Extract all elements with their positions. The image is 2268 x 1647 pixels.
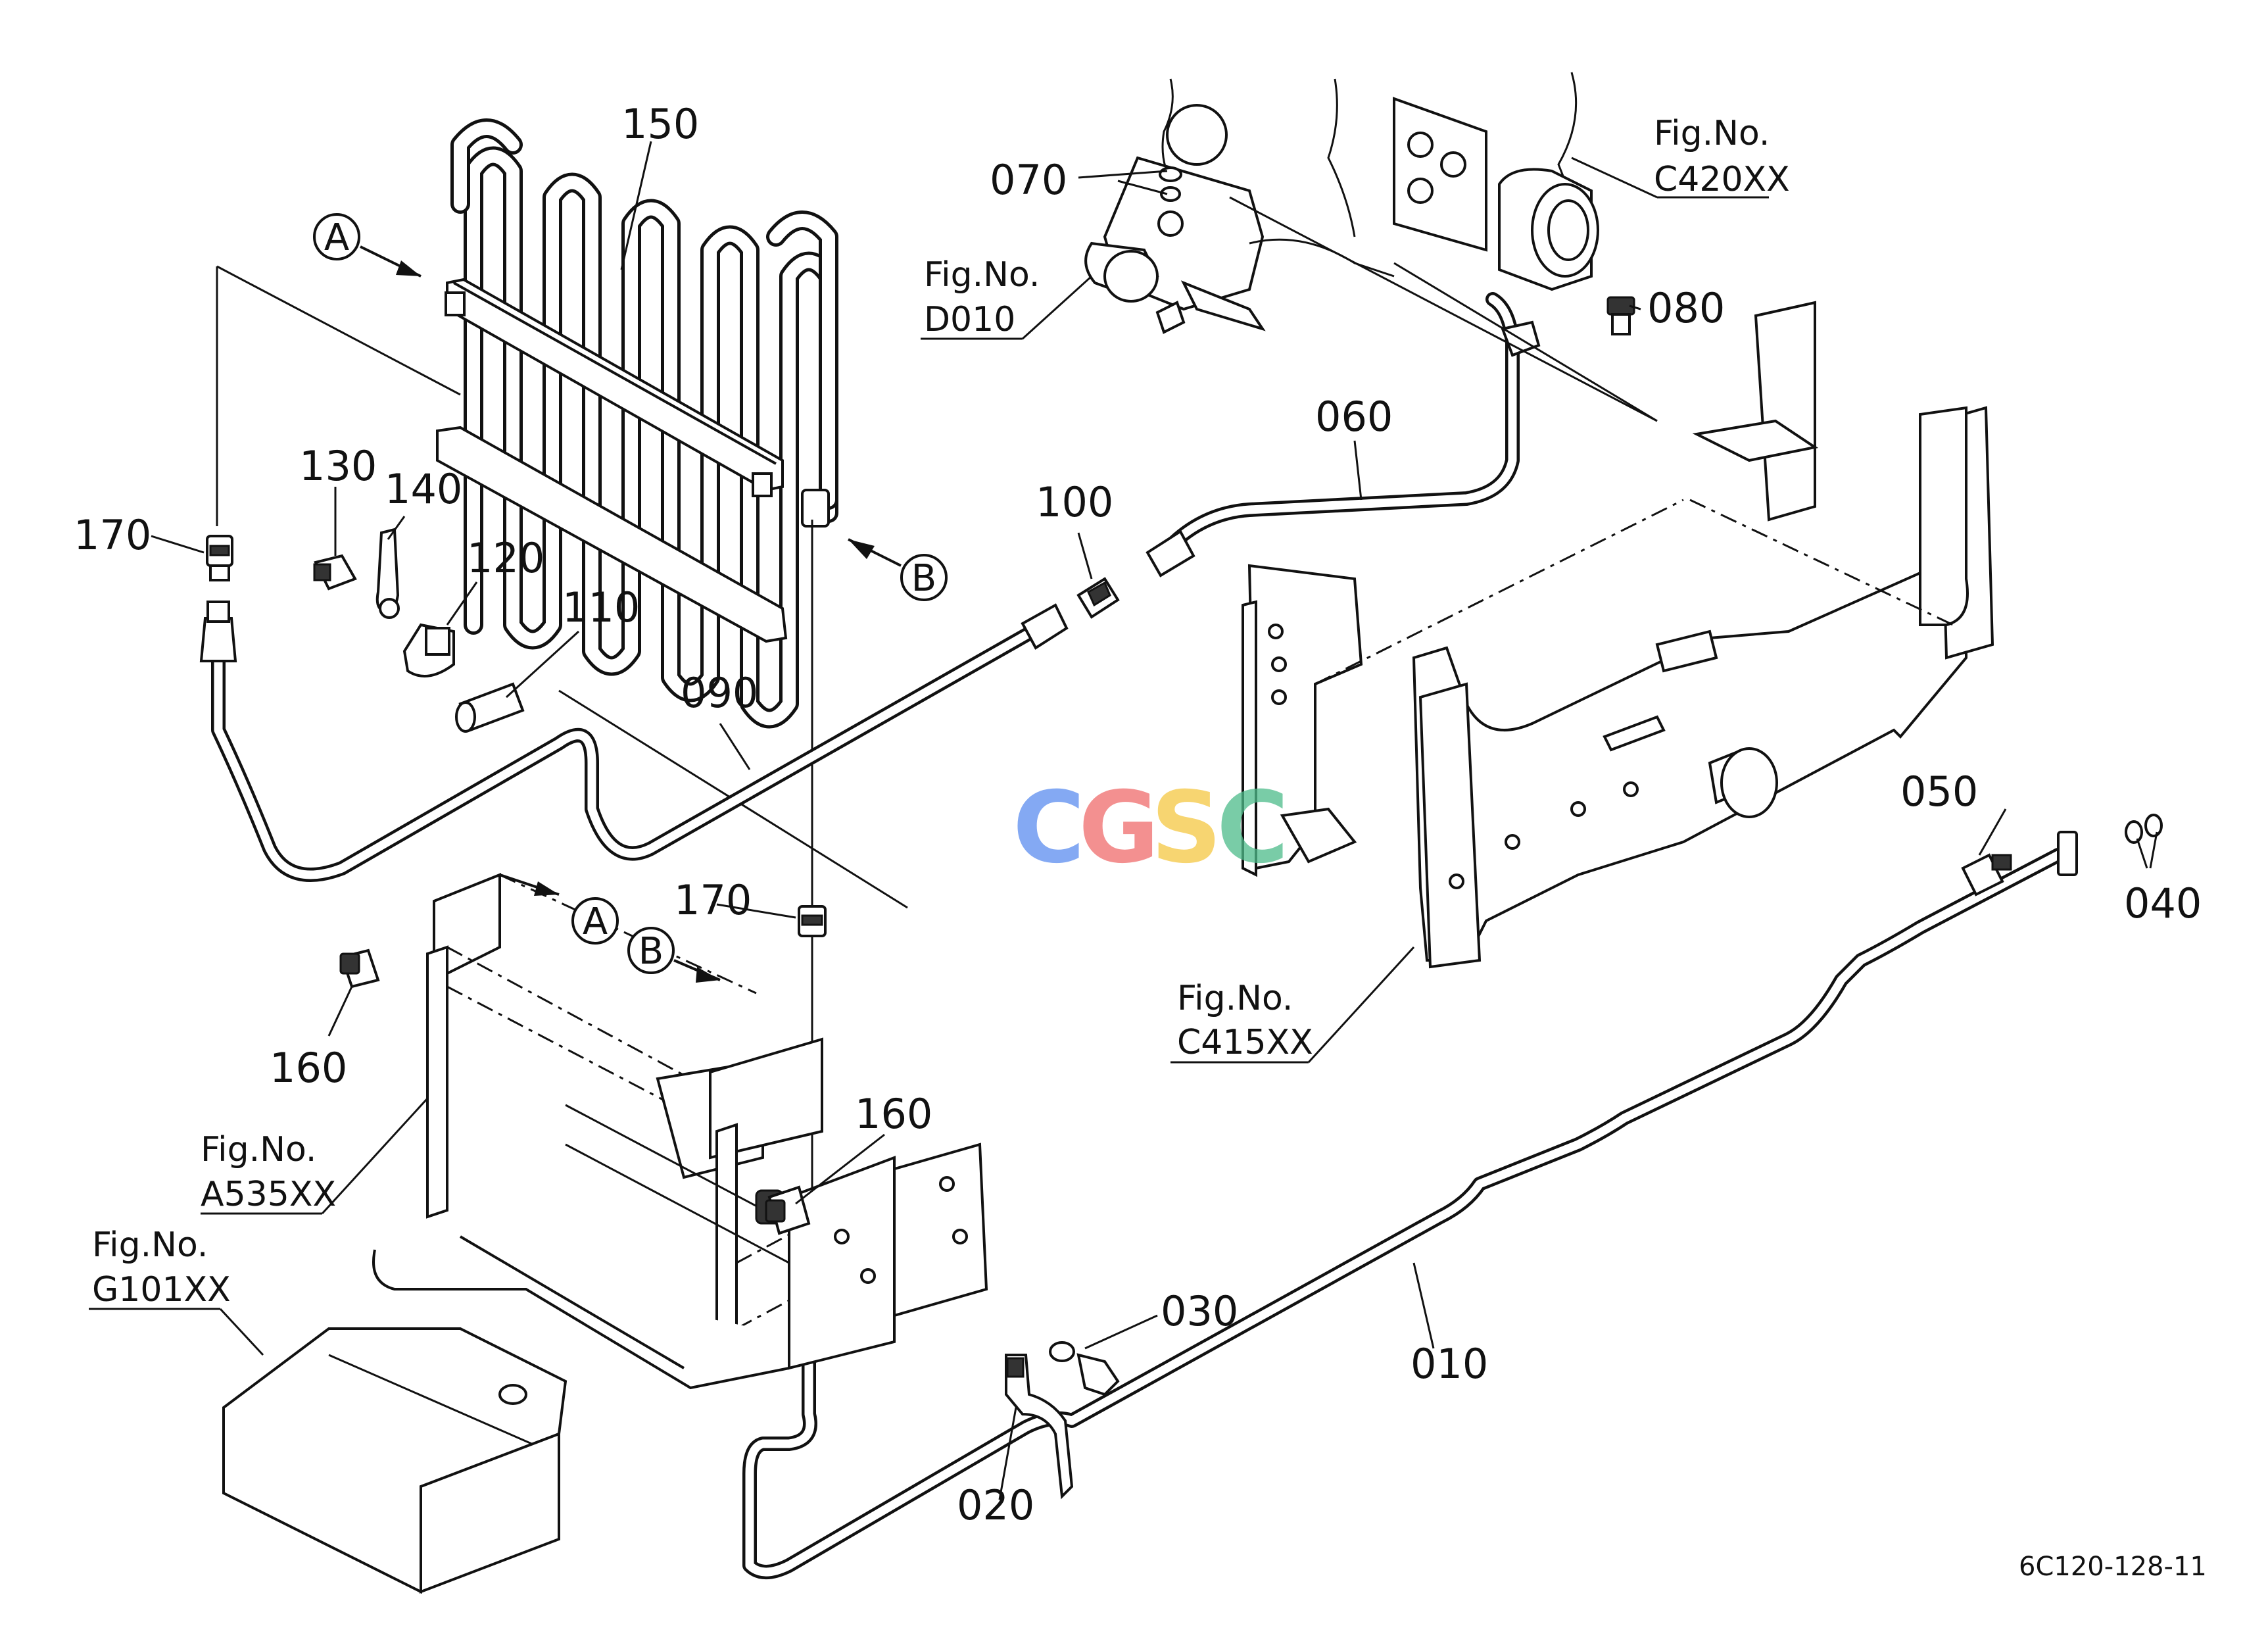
bolt-130 — [313, 554, 357, 591]
callout-b-frame: B — [627, 927, 721, 983]
watermark-logo: C G S C — [1013, 771, 1289, 885]
label-070: 070 — [990, 156, 1067, 204]
label-160-left: 160 — [270, 1044, 347, 1092]
watermark-letter-4: C — [1217, 771, 1289, 885]
watermark-letter-1: C — [1013, 771, 1085, 885]
base-g101 — [222, 1143, 988, 1594]
fig-ref-g101: Fig.No. G101XX — [92, 1225, 231, 1310]
label-120: 120 — [467, 534, 544, 582]
plug-050 — [1961, 853, 2012, 897]
callout-b-top: B — [848, 538, 948, 601]
fitting-170-left — [206, 535, 233, 581]
fig-ref-g101-code: G101XX — [92, 1270, 231, 1310]
watermark-letter-2: G — [1078, 771, 1159, 885]
fig-ref-a535: Fig.No. A535XX — [201, 1130, 336, 1214]
clip-140 — [375, 528, 400, 619]
fig-ref-a535-code: A535XX — [201, 1175, 336, 1214]
leader-lines — [89, 141, 2158, 1500]
label-090: 090 — [681, 669, 758, 717]
label-170-mid: 170 — [674, 876, 752, 924]
label-020: 020 — [957, 1481, 1034, 1529]
fitting-170-mid — [798, 905, 827, 937]
connector-160-mid — [765, 1185, 811, 1235]
oil-cooler-150 — [436, 118, 838, 729]
adapter-100 — [1076, 577, 1120, 619]
label-140: 140 — [385, 465, 462, 513]
drawing-code: 6C120-128-11 — [2019, 1552, 2207, 1582]
callout-a-top-text: A — [324, 216, 349, 259]
callout-a-top: A — [313, 213, 422, 278]
engine-block — [1084, 72, 1658, 422]
label-060: 060 — [1315, 393, 1393, 441]
fig-ref-d010: Fig.No. D010 — [924, 255, 1040, 339]
label-040: 040 — [2124, 879, 2202, 927]
gasket-040 — [2125, 814, 2163, 844]
label-100: 100 — [1036, 478, 1113, 526]
label-170-left: 170 — [74, 511, 151, 559]
fig-ref-d010-prefix: Fig.No. — [924, 255, 1040, 295]
label-130: 130 — [299, 442, 377, 490]
clamp-020 — [1005, 1354, 1074, 1500]
sleeve-110 — [455, 682, 525, 733]
connector-160-left — [339, 948, 380, 989]
watermark-letter-3: S — [1151, 771, 1222, 885]
callout-b-top-text: B — [911, 557, 936, 600]
label-080: 080 — [1647, 284, 1725, 332]
callout-a-frame-text: A — [583, 900, 608, 943]
fig-ref-c415: Fig.No. C415XX — [1177, 979, 1313, 1062]
label-030: 030 — [1161, 1287, 1238, 1335]
fig-ref-c420: Fig.No. C420XX — [1654, 114, 1790, 199]
pipe-090 — [199, 601, 1069, 882]
label-160-mid: 160 — [855, 1090, 932, 1138]
bolt-030 — [1049, 1341, 1120, 1396]
plug-080 — [1606, 296, 1635, 335]
fig-ref-d010-code: D010 — [924, 300, 1015, 339]
label-110: 110 — [562, 583, 640, 631]
fig-ref-c420-code: C420XX — [1654, 160, 1790, 199]
label-010: 010 — [1411, 1340, 1488, 1388]
callout-b-frame-text: B — [639, 930, 664, 973]
frame-c415 — [1242, 301, 1994, 969]
clamp-120 — [402, 623, 455, 677]
label-150: 150 — [621, 100, 699, 148]
fig-ref-c420-prefix: Fig.No. — [1654, 114, 1770, 153]
fig-ref-g101-prefix: Fig.No. — [92, 1225, 208, 1265]
fig-ref-c415-code: C415XX — [1177, 1023, 1313, 1062]
fig-ref-c415-prefix: Fig.No. — [1177, 979, 1293, 1018]
label-050: 050 — [1900, 768, 1978, 816]
fig-ref-a535-prefix: Fig.No. — [201, 1130, 316, 1169]
callout-a-frame: A — [499, 873, 619, 945]
